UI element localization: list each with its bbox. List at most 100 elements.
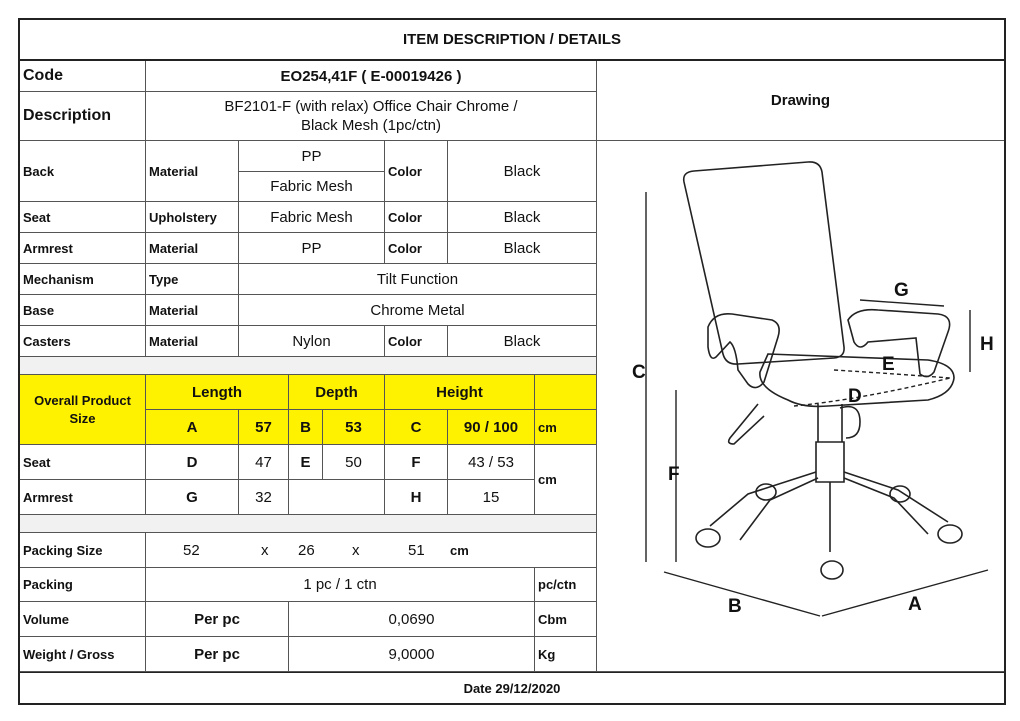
chair-drawing: C F G H E D B A (632, 161, 994, 617)
caster-1 (695, 528, 721, 548)
part-casters-value: Nylon (239, 326, 385, 357)
dim-line-d (793, 377, 951, 407)
dim-b-value: 53 (323, 410, 385, 445)
weight-unit: Kg (535, 637, 597, 672)
label-e: E (882, 354, 895, 375)
code-value: EO254,41F ( E-00019426 ) (146, 61, 597, 92)
depth-header: Depth (289, 375, 385, 410)
star-base (709, 471, 949, 552)
label-a: A (908, 594, 922, 615)
gas-lift-outline (815, 404, 845, 483)
part-mechanism-value: Tilt Function (239, 264, 597, 295)
seat-knob (839, 405, 861, 439)
dim-line-b (663, 571, 821, 617)
part-seat-color-label: Color (385, 202, 448, 233)
caster-3 (820, 560, 844, 580)
part-back-color: Black (448, 141, 597, 202)
dim-line-a (821, 569, 989, 617)
weight-value: 9,0000 (289, 637, 535, 672)
drawing-label: Drawing (597, 61, 1004, 141)
left-armrest-outline (707, 312, 780, 389)
packing-size-label: Packing Size (20, 533, 146, 568)
armrest-blank (289, 480, 385, 515)
packing-size-values: 52 x 26 x 51 cm (146, 533, 597, 568)
overall-unit-blank (535, 375, 597, 410)
weight-label: Weight / Gross (20, 637, 146, 672)
dim-c-value: 90 / 100 (448, 410, 535, 445)
tilt-lever (727, 403, 765, 445)
packing-size-length: 52 (183, 541, 200, 559)
label-f: F (668, 464, 680, 485)
dim-h-value: 15 (448, 480, 535, 515)
part-back: Back (20, 141, 146, 202)
caster-2 (937, 524, 963, 544)
spacer-row (20, 357, 597, 375)
armrest-dims-label: Armrest (20, 480, 146, 515)
part-base-attr: Material (146, 295, 239, 326)
part-armrest-color-label: Color (385, 233, 448, 264)
dim-a-value: 57 (239, 410, 289, 445)
caster-5 (889, 485, 911, 503)
code-label: Code (20, 61, 146, 92)
packing-value: 1 pc / 1 ctn (146, 568, 535, 602)
item-spec-sheet: ITEM DESCRIPTION / DETAILS Code EO254,41… (18, 18, 1006, 705)
dim-g-value: 32 (239, 480, 289, 515)
part-armrest: Armrest (20, 233, 146, 264)
part-armrest-value: PP (239, 233, 385, 264)
part-seat-attr: Upholstery (146, 202, 239, 233)
drawing-panel (597, 141, 1004, 672)
dim-b-label: B (289, 410, 323, 445)
part-base: Base (20, 295, 146, 326)
label-b: B (728, 596, 742, 617)
part-seat: Seat (20, 202, 146, 233)
packing-size-width: 26 (298, 541, 315, 559)
packing-size-unit: cm (450, 542, 469, 558)
part-seat-color: Black (448, 202, 597, 233)
dim-e-label: E (289, 445, 323, 480)
part-casters: Casters (20, 326, 146, 357)
packing-size-x2: x (352, 541, 360, 559)
dim-c-label: C (385, 410, 448, 445)
dim-a-label: A (146, 410, 239, 445)
label-c: C (632, 362, 646, 383)
seat-dims-label: Seat (20, 445, 146, 480)
packing-label: Packing (20, 568, 146, 602)
part-casters-color-label: Color (385, 326, 448, 357)
part-mechanism: Mechanism (20, 264, 146, 295)
description-value: BF2101-F (with relax) Office Chair Chrom… (146, 92, 597, 141)
part-base-value: Chrome Metal (239, 295, 597, 326)
part-back-value: PP (239, 141, 385, 172)
description-label: Description (20, 92, 146, 141)
dim-f-value: 43 / 53 (448, 445, 535, 480)
dim-h-label: H (385, 480, 448, 515)
volume-unit: Cbm (535, 602, 597, 637)
length-header: Length (146, 375, 289, 410)
part-casters-color: Black (448, 326, 597, 357)
volume-label: Volume (20, 602, 146, 637)
dim-g-label: G (146, 480, 239, 515)
caster-4 (755, 483, 777, 501)
volume-per: Per pc (146, 602, 289, 637)
volume-value: 0,0690 (289, 602, 535, 637)
dim-line-g (859, 299, 945, 307)
dim-f-label: F (385, 445, 448, 480)
part-seat-value: Fabric Mesh (239, 202, 385, 233)
part-mechanism-attr: Type (146, 264, 239, 295)
label-g: G (894, 280, 909, 301)
part-back-color-label: Color (385, 141, 448, 202)
part-back-value2: Fabric Mesh (239, 172, 385, 202)
right-armrest-outline (847, 308, 951, 378)
seat-outline (759, 353, 955, 408)
spacer-row-2 (20, 515, 597, 533)
dim-d-label: D (146, 445, 239, 480)
part-back-attr: Material (146, 141, 239, 202)
packing-unit: pc/ctn (535, 568, 597, 602)
part-armrest-color: Black (448, 233, 597, 264)
dims-unit: cm (535, 445, 597, 515)
dim-d-value: 47 (239, 445, 289, 480)
weight-per: Per pc (146, 637, 289, 672)
packing-size-x1: x (261, 541, 269, 559)
overall-unit: cm (535, 410, 597, 445)
height-header: Height (385, 375, 535, 410)
label-h: H (980, 334, 994, 355)
